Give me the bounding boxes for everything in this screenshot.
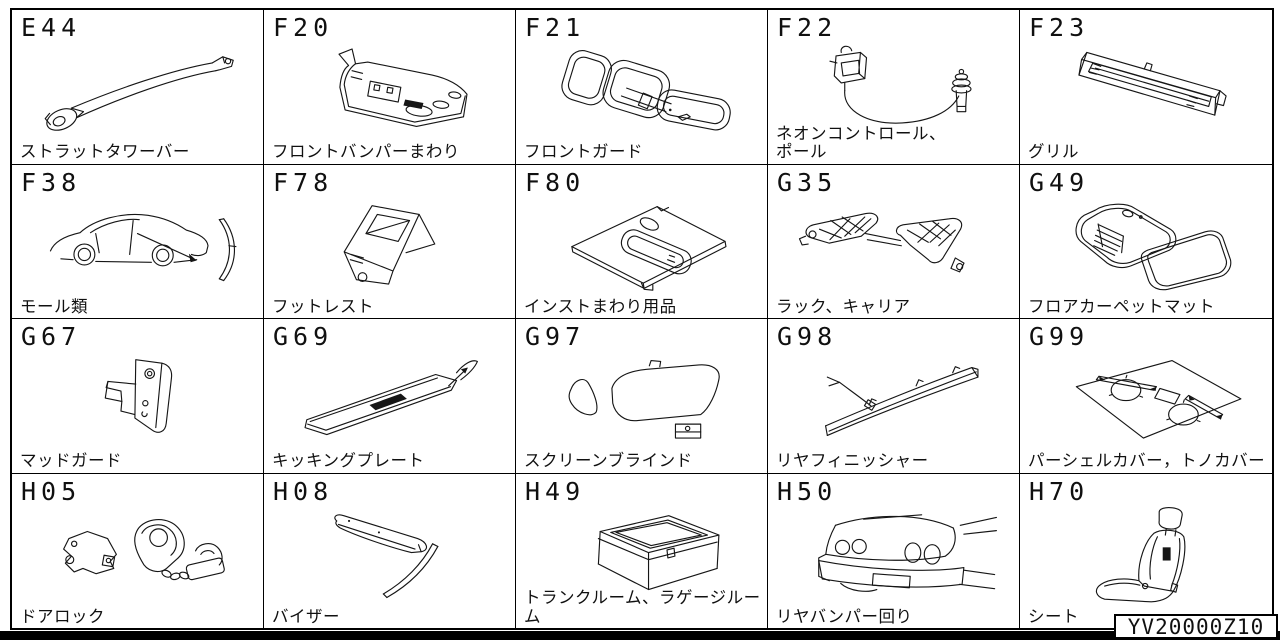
footrest-drawing <box>270 197 509 295</box>
part-code: G99 <box>1029 322 1090 351</box>
part-code: G35 <box>777 167 838 197</box>
grille-drawing <box>1026 42 1266 140</box>
part-cell-g69[interactable]: G69 キッキングプレート <box>264 319 516 474</box>
part-cell-g49[interactable]: G49 フロアカーペットマット <box>1020 165 1272 319</box>
part-code: G97 <box>525 322 586 351</box>
part-code: F20 <box>273 13 334 42</box>
part-label: トランクルーム、ラゲージルーム <box>524 588 761 626</box>
part-label: ドアロック <box>20 606 105 626</box>
part-code: H50 <box>777 476 838 506</box>
part-label: ストラットタワーバー <box>20 142 190 162</box>
parcel-cover-drawing <box>1026 351 1266 449</box>
part-label: パーシェルカバー，トノカバー <box>1028 451 1266 471</box>
part-label: リヤバンパー回り <box>776 606 913 626</box>
part-label: ネオンコントロール、 ポール <box>776 123 946 162</box>
part-cell-f38[interactable]: F38 モール類 <box>12 164 264 319</box>
part-code: H70 <box>1029 476 1090 506</box>
part-label: フロアカーペットマット <box>1028 296 1215 316</box>
bottom-bar <box>0 631 1280 640</box>
neon-control-pole-drawing <box>774 42 1013 140</box>
part-code: H49 <box>525 476 586 506</box>
part-code: F21 <box>525 13 586 42</box>
visor-drawing <box>270 506 509 605</box>
part-code: H05 <box>21 476 82 506</box>
part-code: G67 <box>21 322 82 351</box>
part-label: モール類 <box>20 296 88 316</box>
rear-finisher-drawing <box>774 351 1013 449</box>
part-label: スクリーンブラインド <box>524 451 693 471</box>
instrument-area-goods-drawing <box>522 197 761 295</box>
part-label: マッドガード <box>20 451 122 471</box>
part-code: F38 <box>21 167 82 197</box>
part-cell-f23[interactable]: F23 グリル <box>1020 10 1272 165</box>
part-cell-f20[interactable]: F20 フロントバンパーまわり <box>264 10 516 165</box>
kicking-plate-drawing <box>270 351 509 449</box>
part-label: キッキングプレート <box>272 451 425 471</box>
part-cell-f78[interactable]: F78 フットレスト <box>264 164 516 319</box>
part-cell-g97[interactable]: G97 スクリーンブラインド <box>516 319 768 474</box>
part-code: F22 <box>777 13 838 42</box>
part-code: G98 <box>777 322 838 351</box>
front-bumper-drawing <box>270 42 509 140</box>
part-label: リヤフィニッシャー <box>776 451 929 471</box>
part-cell-g35[interactable]: G35 ラック、キャリア <box>768 164 1020 319</box>
part-code: F78 <box>273 167 334 197</box>
part-label: フロントガード <box>524 142 643 162</box>
part-label: グリル <box>1028 142 1079 162</box>
part-cell-g99[interactable]: G99 パーシェルカバー，トノカバー <box>1020 319 1272 474</box>
part-cell-h49[interactable]: H49 トランクルーム、ラゲージルーム <box>516 473 768 628</box>
part-code: E44 <box>21 13 82 42</box>
part-cell-e44[interactable]: E44 ストラットタワーバー <box>12 10 264 165</box>
part-code: H08 <box>273 476 334 506</box>
parts-grid: E44 ストラットタワーバー F20 <box>10 8 1274 630</box>
rack-carrier-drawing <box>774 197 1013 295</box>
part-code: F23 <box>1029 13 1090 42</box>
screen-blind-drawing <box>522 351 761 449</box>
catalog-code: YV20000Z10 <box>1127 614 1265 639</box>
part-code: G49 <box>1029 167 1090 197</box>
part-cell-h08[interactable]: H08 バイザー <box>264 473 516 628</box>
part-cell-f22[interactable]: F22 ネオンコントロール、 ポール <box>768 10 1020 165</box>
floor-carpet-mat-drawing <box>1026 197 1266 295</box>
part-cell-h50[interactable]: H50 リヤバンパー回り <box>768 473 1020 628</box>
front-guard-drawing <box>522 42 761 140</box>
rear-bumper-area-drawing <box>774 506 1013 605</box>
part-label: シート <box>1028 606 1079 626</box>
part-cell-h05[interactable]: H05 ドアロック <box>12 473 264 628</box>
part-label: フロントバンパーまわり <box>272 142 460 162</box>
trunk-luggage-room-drawing <box>522 506 761 605</box>
door-lock-drawing <box>18 506 257 605</box>
part-code: G69 <box>273 322 334 351</box>
strut-tower-bar-drawing <box>18 42 257 140</box>
part-label: インストまわり用品 <box>524 296 677 316</box>
part-label: バイザー <box>272 606 340 626</box>
moldings-drawing <box>18 197 257 295</box>
part-label: ラック、キャリア <box>776 296 911 316</box>
part-cell-f21[interactable]: F21 フロントガード <box>516 10 768 165</box>
part-label: フットレスト <box>272 296 374 316</box>
mud-guard-drawing <box>18 351 257 449</box>
part-cell-f80[interactable]: F80 インストまわり用品 <box>516 164 768 319</box>
part-cell-g67[interactable]: G67 マッドガード <box>12 319 264 474</box>
part-code: F80 <box>525 167 586 197</box>
part-cell-g98[interactable]: G98 リヤフィニッシャー <box>768 319 1020 474</box>
part-cell-h70[interactable]: H70 シート <box>1020 474 1272 629</box>
seat-drawing <box>1026 506 1266 605</box>
catalog-code-box: YV20000Z10 <box>1114 614 1278 639</box>
